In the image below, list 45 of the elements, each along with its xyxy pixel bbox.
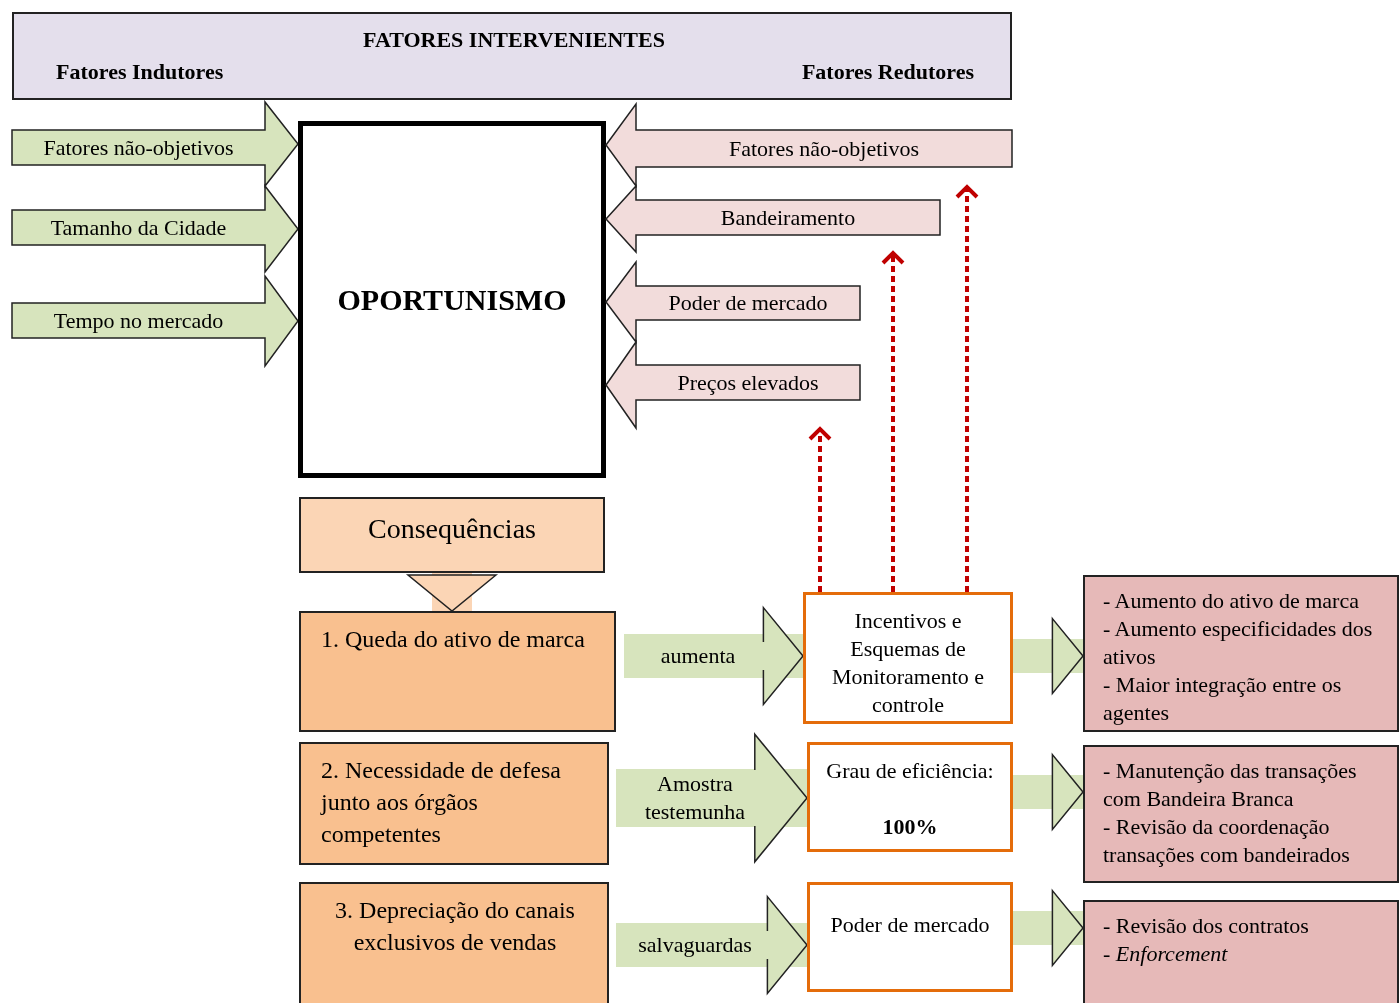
outcome-box bbox=[1083, 900, 1399, 1003]
list-item: - Maior integração entre os agentes bbox=[1103, 671, 1343, 727]
consequence-box bbox=[299, 882, 609, 1003]
list-item: - Enforcement bbox=[1103, 940, 1229, 968]
consequence-box bbox=[299, 742, 609, 865]
heading-box bbox=[299, 497, 605, 573]
arrow-shaped-box bbox=[12, 276, 298, 366]
list-item: - Revisão dos contratos bbox=[1103, 912, 1310, 940]
arrow-shaped-box bbox=[606, 262, 860, 342]
central-box bbox=[298, 121, 606, 478]
mechanism-text: Poder de mercado bbox=[829, 911, 991, 939]
arrow-shaped-box bbox=[12, 102, 298, 186]
arrow-label: Poder de mercado bbox=[667, 289, 829, 317]
central-title: OPORTUNISMO bbox=[336, 286, 568, 314]
arrow-label: Bandeiramento bbox=[719, 203, 857, 232]
list-item: - Aumento especificidades dos ativos bbox=[1103, 615, 1374, 671]
arrow-label: Fatores não-objetivos bbox=[728, 134, 920, 163]
mechanism-box bbox=[807, 882, 1013, 992]
consequence-box bbox=[299, 611, 616, 732]
list-item: - Revisão da coordenação transações com bandeirados bbox=[1103, 813, 1351, 869]
mechanism-text: Grau de eficiência: bbox=[825, 757, 995, 785]
consequence-text: 3. Depreciação do canais exclusivos de vendas bbox=[334, 896, 576, 957]
mechanism-box bbox=[807, 742, 1013, 852]
consequence-text: 1. Queda do ativo de marca bbox=[321, 625, 586, 654]
arrow-shaped-box bbox=[606, 186, 940, 252]
arrow-label: Tamanho da Cidade bbox=[49, 213, 228, 242]
arrow-label: Tempo no mercado bbox=[52, 306, 225, 335]
column-heading: Fatores Redutores bbox=[800, 58, 974, 86]
list-item: - Manutenção das transações com Bandeira Branca bbox=[1103, 757, 1358, 813]
column-heading: Fatores Indutores bbox=[56, 58, 225, 86]
box-title: Consequências bbox=[367, 515, 537, 543]
arrow-label: Preços elevados bbox=[676, 368, 820, 397]
percentage-value: 100% bbox=[881, 813, 939, 841]
mechanism-text: Incentivos e Esquemas de Monitoramento e controle bbox=[830, 607, 986, 719]
consequence-text: 2. Necessidade de defesa junto aos órgãos competentes bbox=[321, 756, 562, 849]
arrow-shaped-box bbox=[606, 104, 1012, 186]
arrow-shaped-box bbox=[606, 342, 860, 428]
outcome-box bbox=[1083, 575, 1399, 732]
header-box bbox=[12, 12, 1012, 100]
heading: FATORES INTERVENIENTES bbox=[362, 26, 666, 54]
arrow-label: Fatores não-objetivos bbox=[42, 133, 235, 162]
outcome-box bbox=[1083, 745, 1399, 883]
mechanism-box bbox=[803, 592, 1013, 724]
list-item: - Aumento do ativo de marca bbox=[1103, 587, 1360, 615]
arrow-shaped-box bbox=[12, 186, 298, 272]
